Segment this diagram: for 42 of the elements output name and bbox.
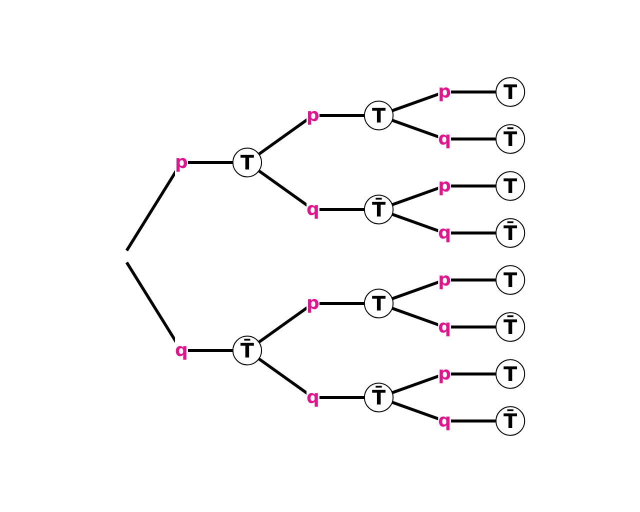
connector — [391, 306, 496, 328]
connector — [391, 118, 496, 140]
edge-label: q — [174, 340, 188, 360]
edge-label: q — [438, 222, 451, 243]
connector — [391, 212, 496, 234]
connector — [258, 169, 364, 210]
edge-label: q — [438, 410, 451, 431]
connector — [125, 261, 233, 352]
node-circle: T — [495, 76, 525, 106]
node-circle: T — [495, 264, 525, 294]
edge-label: q — [306, 386, 320, 408]
edge-label: p — [174, 152, 188, 172]
node-circle: T — [495, 358, 525, 388]
edge-label: p — [438, 269, 451, 290]
connector — [258, 302, 364, 343]
connector — [391, 400, 496, 422]
node-circle: T — [364, 100, 394, 130]
edge-label: p — [306, 104, 320, 126]
connector — [391, 278, 496, 300]
edge-label: q — [438, 316, 451, 337]
node-circle: T̄ — [495, 124, 525, 154]
edge-label: p — [438, 81, 451, 102]
node-circle: T̄ — [364, 382, 394, 412]
edge-label: p — [306, 292, 320, 314]
node-circle: T — [364, 288, 394, 318]
connector — [391, 90, 496, 112]
node-circle: T̄ — [495, 218, 525, 248]
edge-label: q — [438, 128, 451, 149]
connector — [391, 372, 496, 394]
edge-label: p — [438, 175, 451, 196]
node-circle: T̄ — [232, 335, 262, 365]
edge-label: p — [438, 363, 451, 384]
connector — [391, 184, 496, 206]
node-circle: T — [495, 170, 525, 200]
edge-label: q — [306, 198, 320, 220]
connector — [258, 357, 364, 398]
node-circle: T — [232, 147, 262, 177]
connector — [258, 114, 364, 155]
node-circle: T̄ — [364, 194, 394, 224]
node-circle: T̄ — [495, 406, 525, 436]
node-circle: T̄ — [495, 312, 525, 342]
connector — [125, 160, 233, 251]
